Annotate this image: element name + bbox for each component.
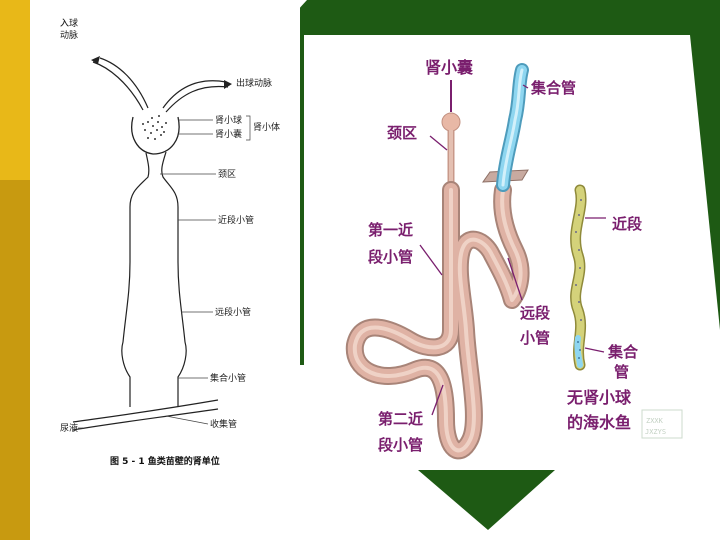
label-bowmans-capsule: 肾小囊 bbox=[215, 128, 242, 140]
label-renal-capsule: 肾小囊 bbox=[425, 58, 474, 77]
label-aglomerular-title-2: 的海水鱼 bbox=[567, 413, 631, 432]
label-aglomerular-collecting-1: 集合 bbox=[607, 343, 639, 361]
label-collecting-duct: 收集管 bbox=[210, 418, 237, 430]
label-second-proximal-2: 段小管 bbox=[378, 436, 423, 454]
label-collecting-duct-right: 集合管 bbox=[530, 79, 576, 97]
tubule-highlight bbox=[352, 188, 523, 453]
glomerulus-stipple bbox=[142, 115, 167, 140]
label-aglomerular-collecting-2: 管 bbox=[614, 363, 629, 381]
label-first-proximal-2: 段小管 bbox=[368, 248, 413, 266]
renal-capsule-shape bbox=[441, 112, 461, 132]
label-first-proximal-1: 第一近 bbox=[368, 221, 413, 239]
label-afferent-artery-2: 动脉 bbox=[60, 29, 78, 41]
afferent-artery-line bbox=[92, 61, 144, 111]
left-accent-bar-bottom bbox=[0, 180, 30, 540]
label-aglomerular-proximal: 近段 bbox=[612, 215, 642, 233]
tubule-right-wall bbox=[161, 151, 187, 407]
tubule-left-wall bbox=[121, 152, 150, 407]
label-distal-tubule: 远段小管 bbox=[215, 306, 251, 318]
label-renal-corpuscle: 肾小体 bbox=[253, 121, 280, 133]
label-neck-right: 颈区 bbox=[386, 124, 417, 142]
left-accent-bar-top bbox=[0, 0, 30, 180]
bottom-green-triangle bbox=[418, 470, 555, 530]
svg-text:ZXXK: ZXXK bbox=[646, 417, 664, 425]
label-afferent-artery-1: 入球 bbox=[60, 17, 78, 29]
label-proximal-tubule: 近段小管 bbox=[218, 214, 254, 226]
collecting-duct-line bbox=[72, 399, 219, 423]
efferent-artery-line bbox=[162, 80, 227, 109]
label-afferent-artery: 入 bbox=[60, 18, 69, 29]
label-glomerulus: 肾小球 bbox=[215, 114, 242, 126]
watermark-logo: ZXXK JXZYS bbox=[641, 409, 683, 439]
figure-caption: 图 5 - 1 鱼类苗壁的肾单位 bbox=[110, 455, 220, 467]
label-distal-2: 小管 bbox=[520, 329, 550, 347]
left-green-stripe bbox=[300, 35, 304, 365]
label-neck: 颈区 bbox=[218, 169, 236, 180]
svg-text:JXZYS: JXZYS bbox=[645, 428, 666, 436]
right-green-edge bbox=[690, 35, 720, 330]
right-nephron-diagram: 肾小囊 集合管 颈区 第一近 段小管 远段 小管 第二近 段小管 近段 集合 管… bbox=[300, 0, 720, 530]
label-urine: 尿液 bbox=[60, 422, 78, 434]
capsule-outline bbox=[131, 116, 180, 155]
label-second-proximal-1: 第二近 bbox=[378, 410, 423, 428]
label-collecting-tubule: 集合小管 bbox=[210, 372, 246, 384]
top-green-band bbox=[300, 0, 720, 35]
label-efferent-artery: 出球动脉 bbox=[236, 77, 272, 89]
label-aglomerular-title-1: 无肾小球 bbox=[566, 388, 632, 407]
label-distal-1: 远段 bbox=[520, 304, 550, 322]
left-nephron-diagram: 入 入球 动脉 出球动脉 肾小球 肾小囊 肾小体 颈区 近段小管 远段小管 集合… bbox=[60, 17, 280, 467]
